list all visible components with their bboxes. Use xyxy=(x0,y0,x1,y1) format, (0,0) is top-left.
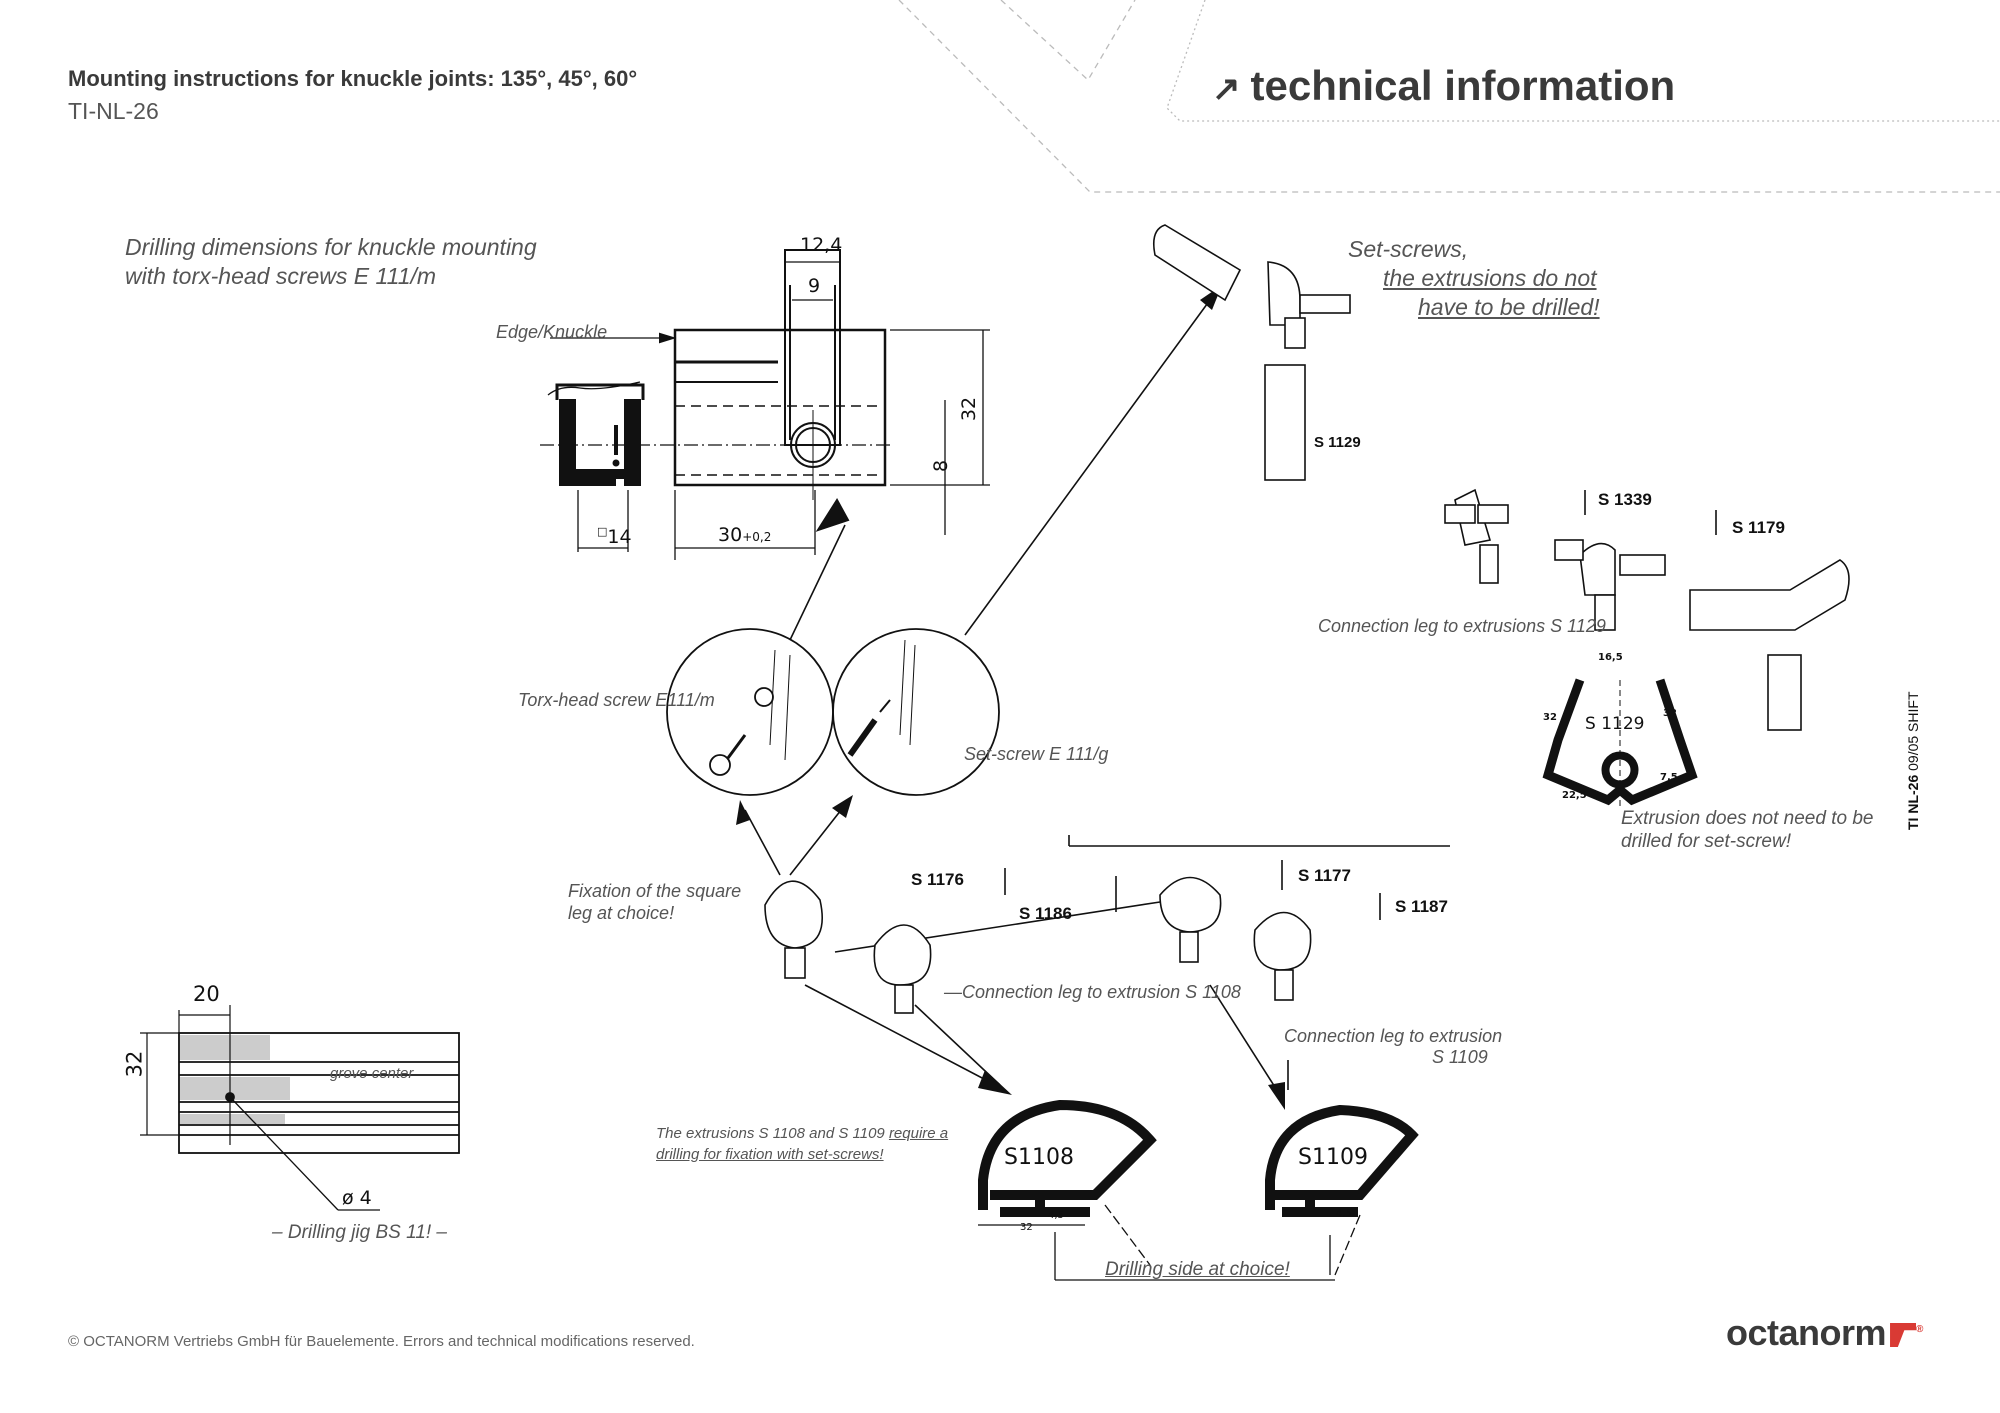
s1129-note-line2: drilled for set-screw! xyxy=(1621,831,1791,852)
screw-detail-circles xyxy=(666,628,1000,796)
drilling-side-label: Drilling side at choice! xyxy=(1105,1259,1290,1280)
connection-s1129-label: Connection leg to extrusions S 1129 xyxy=(1318,616,1606,636)
jig-dim-32: 32 xyxy=(122,1050,147,1078)
drilling-jig-drawing xyxy=(140,1005,460,1211)
knuckle-joints-illustration xyxy=(764,490,1717,1014)
dim-9: 9 xyxy=(808,275,821,297)
part-label-s1177: S 1177 xyxy=(1298,866,1351,885)
part-label-s1176: S 1176 xyxy=(911,870,964,889)
pointer-lines xyxy=(736,285,1450,1110)
connection-s1109-line1: Connection leg to extrusion xyxy=(1284,1026,1503,1046)
s1129-profile-label: S 1129 xyxy=(1585,714,1645,734)
s1339-s1179-illustrations xyxy=(1444,488,1850,731)
extrusions-note-line1: The extrusions S 1108 and S 1109 require… xyxy=(656,1125,949,1142)
dim-12-4: 12,4 xyxy=(800,234,843,256)
torx-screw-label: Torx-head screw E111/m xyxy=(518,690,715,710)
part-label-s1186: S 1186 xyxy=(1019,904,1072,923)
jig-dim-20: 20 xyxy=(193,982,220,1006)
s1129-note-line1: Extrusion does not need to be xyxy=(1621,808,1874,829)
jig-diameter: ø 4 xyxy=(342,1187,372,1209)
part-label-s1339: S 1339 xyxy=(1598,490,1652,509)
s1108-dim-32: 32 xyxy=(1020,1222,1033,1233)
s1129-profile-section xyxy=(1542,678,1698,810)
fixation-note-line2: leg at choice! xyxy=(568,903,675,923)
extrusions-note-line2: drilling for fixation with set-screws! xyxy=(656,1146,884,1163)
s1108-s1109-profiles xyxy=(978,1099,1419,1281)
document-id: TI-NL-26 xyxy=(68,98,159,124)
dim-8: 8 xyxy=(930,459,953,473)
drilling-caption-line1: Drilling dimensions for knuckle mounting xyxy=(125,234,537,260)
part-label-s1187: S 1187 xyxy=(1395,897,1448,916)
set-screws-line3: have to be drilled! xyxy=(1418,294,1600,320)
s1129-dim-small: 7,5 xyxy=(1660,772,1678,783)
section-heading: ↗technical information xyxy=(1212,62,1675,110)
s1108-dim-4-5: 4,5 xyxy=(1048,1210,1064,1221)
s1129-dim-bottom: 22,5 xyxy=(1562,790,1587,801)
s1129-dim-top: 16,5 xyxy=(1598,652,1623,663)
s1109-profile-label: S1109 xyxy=(1298,1145,1368,1170)
groove-center-label: grove center xyxy=(330,1065,414,1082)
logo-mark-icon xyxy=(1890,1323,1917,1347)
part-label-s1129: S 1129 xyxy=(1314,434,1361,451)
page-title: Mounting instructions for knuckle joints… xyxy=(68,66,638,91)
copyright-footer: © OCTANORM Vertriebs GmbH für Bauelement… xyxy=(68,1333,695,1350)
set-screw-label: Set-screw E 111/g xyxy=(964,744,1109,764)
fixation-note-line1: Fixation of the square xyxy=(568,881,742,901)
s1129-dim-right: 32 xyxy=(1663,708,1677,719)
connection-s1108-label: —Connection leg to extrusion S 1108 xyxy=(944,982,1241,1002)
part-label-s1179: S 1179 xyxy=(1732,518,1785,537)
s1109-dim-4-5: 4,5 xyxy=(1336,1208,1352,1219)
section-title: technical information xyxy=(1250,62,1676,109)
drilling-caption-line2: with torx-head screws E 111/m xyxy=(125,263,437,289)
s1129-dim-left: 32 xyxy=(1543,712,1557,723)
octanorm-logo: octanorm® xyxy=(1726,1312,1923,1353)
arrow-up-right-icon: ↗ xyxy=(1212,70,1241,108)
dim-square-14: □14 xyxy=(597,525,632,548)
dim-30: 30+0,2 xyxy=(718,524,772,546)
edge-knuckle-label: Edge/Knuckle xyxy=(496,322,608,342)
s1108-profile-label: S1108 xyxy=(1004,1145,1074,1170)
knuckle-drilling-drawing xyxy=(540,249,990,560)
s1129-joint-illustration xyxy=(1152,224,1351,481)
header-dashed-lines xyxy=(898,0,2000,193)
connection-s1109-line2: S 1109 xyxy=(1432,1047,1488,1067)
side-document-code: TI NL-26 09/05 SHIFT xyxy=(1905,691,1921,831)
set-screws-line2: the extrusions do not xyxy=(1383,265,1597,291)
drilling-jig-label: – Drilling jig BS 11! – xyxy=(272,1222,447,1243)
dim-32: 32 xyxy=(958,396,981,422)
set-screws-line1: Set-screws, xyxy=(1348,236,1469,262)
